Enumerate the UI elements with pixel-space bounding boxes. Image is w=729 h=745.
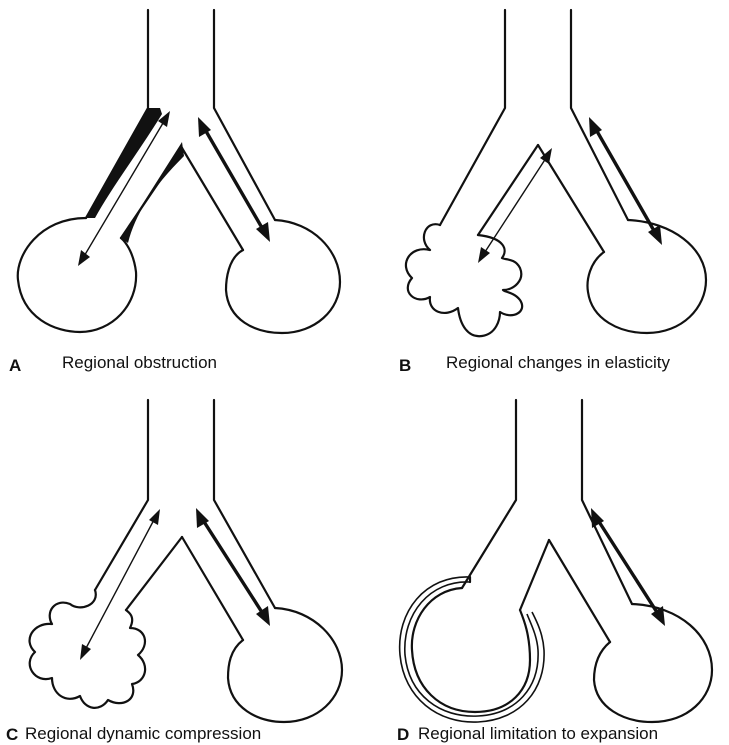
trachea-left-wall <box>440 10 505 225</box>
obstruction-outer-wall <box>86 108 162 218</box>
arrowhead <box>256 222 270 242</box>
constricting-band-outer <box>400 577 544 722</box>
arrowhead <box>78 250 90 266</box>
carina-right <box>182 537 243 640</box>
restricted-alveolus <box>412 588 530 712</box>
airflow-arrow-thick <box>594 126 657 236</box>
carina-left <box>478 145 538 235</box>
left-alveolus <box>18 218 136 332</box>
carina-right <box>549 540 610 642</box>
panel-caption: Regional limitation to expansion <box>418 724 658 743</box>
trachea-left-wall <box>95 400 148 590</box>
right-alveolus <box>594 604 712 722</box>
panel-letter: A <box>9 356 21 375</box>
right-alveolus <box>226 220 340 333</box>
panel-caption: Regional dynamic compression <box>25 724 261 743</box>
panel-letter: C <box>6 725 18 744</box>
airflow-arrow-thick <box>203 126 265 233</box>
trachea-left-wall <box>462 400 516 588</box>
panel-caption: Regional changes in elasticity <box>446 353 670 372</box>
trachea-right-wall <box>214 10 275 220</box>
right-alveolus <box>588 220 706 333</box>
trachea-right-wall <box>582 400 632 604</box>
arrowhead <box>648 225 662 245</box>
arrowhead <box>478 247 490 263</box>
arrowhead <box>80 644 91 660</box>
panel-caption: Regional obstruction <box>62 353 217 372</box>
panel-letter: B <box>399 356 411 375</box>
arrowhead <box>149 509 160 525</box>
panel-letter: D <box>397 725 409 744</box>
panel-b: B Regional changes in elasticity <box>399 10 706 375</box>
right-alveolus <box>228 608 342 722</box>
airflow-arrow-thick <box>596 517 660 617</box>
trachea-right-wall <box>571 10 628 220</box>
panel-d: D Regional limitation to expansion <box>397 400 712 744</box>
carina-left <box>520 540 549 610</box>
carina-right <box>182 148 243 250</box>
airflow-arrow-thin <box>483 155 548 255</box>
trachea-right-wall <box>214 400 275 608</box>
panel-a: A Regional obstruction <box>9 10 340 375</box>
carina-left <box>126 537 182 610</box>
irregular-alveolus <box>406 224 522 336</box>
panel-c: C Regional dynamic compression <box>6 400 342 744</box>
trachea-left-wall <box>86 10 148 218</box>
